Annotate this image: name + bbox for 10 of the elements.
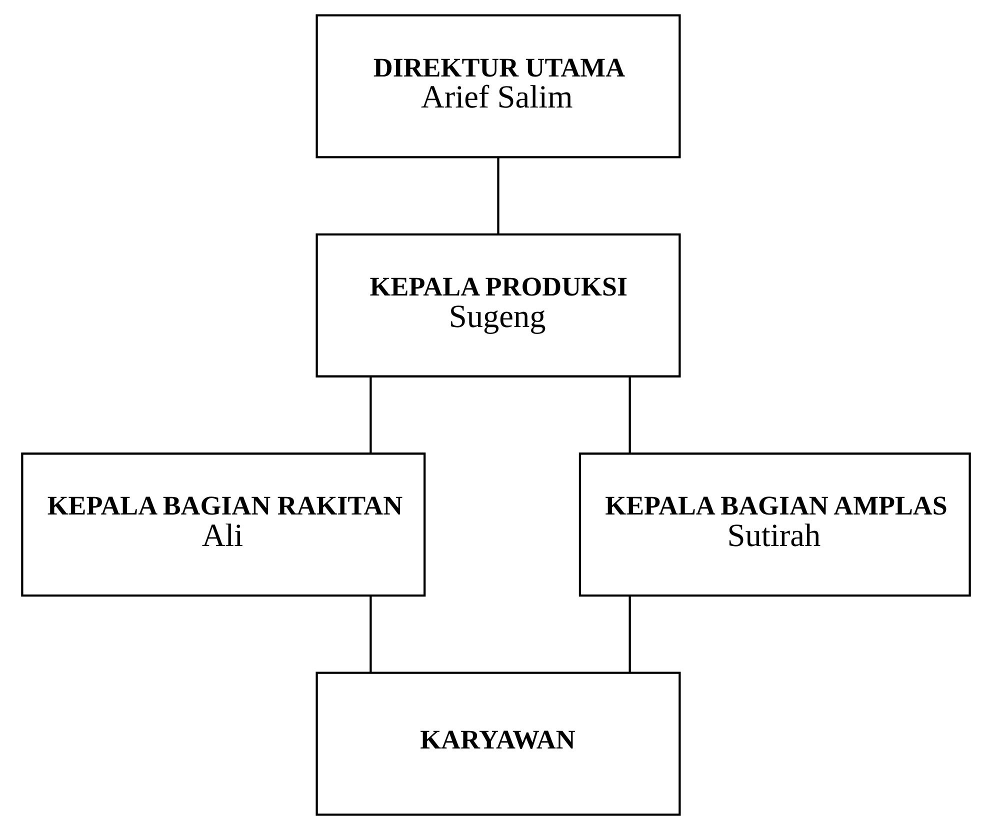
node-box: KEPALA PRODUKSI Sugeng: [315, 233, 680, 378]
connector: [628, 596, 630, 672]
node-box: DIREKTUR UTAMA Arief Salim: [315, 14, 680, 158]
node-box: KARYAWAN: [315, 672, 680, 816]
connector: [369, 376, 372, 454]
node-box: KEPALA BAGIAN AMPLAS Sutirah: [578, 452, 970, 597]
connector: [496, 157, 499, 234]
connector: [369, 596, 372, 672]
connector: [628, 376, 630, 454]
node-box: KEPALA BAGIAN RAKITAN Ali: [20, 452, 426, 597]
